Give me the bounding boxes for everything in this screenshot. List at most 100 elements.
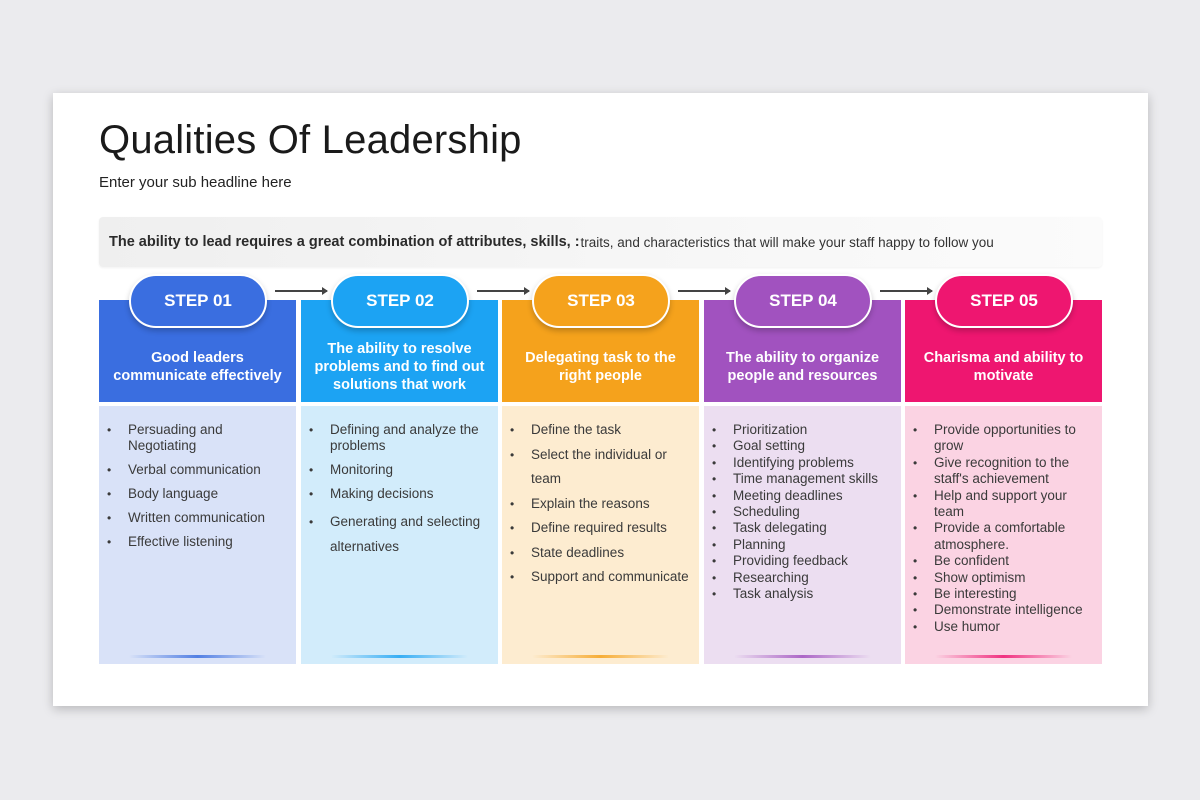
list-item: •Providing feedback (712, 553, 895, 569)
list-item-text: Meeting deadlines (733, 487, 843, 503)
step-body: • Define the task • Select the individual o… (502, 406, 699, 664)
list-item-text: Monitoring (330, 462, 394, 477)
step-label-pill: STEP 01 (129, 274, 267, 328)
bullet-icon: • (712, 455, 717, 470)
list-item: • Demonstrate intelligence (913, 602, 1096, 618)
list-item: •Persuading and Negotiating (107, 422, 290, 454)
list-item: •Researching (712, 570, 895, 586)
list-item-text: Be interesting (934, 586, 1017, 602)
bullet-icon: • (107, 535, 112, 549)
bullet-icon: • (510, 496, 515, 511)
list-item: • Effective listening (107, 534, 290, 550)
bullet-icon: • (107, 463, 112, 477)
list-item-text: Select the individual or team (531, 446, 667, 487)
bullet-icon: • (712, 570, 717, 585)
list-item-text: Provide opportunities to grow (934, 422, 1076, 454)
step-list: •Persuading and Negotiating•Verbal commu… (107, 422, 290, 558)
step-label-pill: STEP 05 (935, 274, 1073, 328)
list-item: • Use humor (913, 619, 1096, 635)
list-item-text: Scheduling (733, 504, 800, 520)
list-item-text: Show optimism (934, 569, 1026, 585)
step-list: • Defining and analyze the problems •Monit… (309, 422, 492, 567)
list-item-text: State deadlines (531, 544, 625, 560)
bullet-icon: • (913, 570, 918, 585)
list-item: • Planning (712, 537, 895, 553)
list-item-text: Define the task (531, 422, 622, 437)
list-item-text: Task analysis (733, 586, 814, 602)
bullet-icon: • (913, 423, 918, 437)
list-item-text: Defining and analyze the problems (330, 422, 479, 453)
list-item: • Select the individual or team (510, 443, 693, 492)
list-item-text: Help and support your team (934, 487, 1067, 520)
list-item: •Written communication (107, 510, 290, 526)
connector-arrow (678, 287, 731, 295)
list-item: • Provide opportunities to grow (913, 422, 1096, 455)
list-item-text: Effective listening (128, 534, 233, 549)
bullet-icon: • (510, 570, 515, 584)
list-item-text: Demonstrate intelligence (934, 602, 1083, 618)
step-label-pill: STEP 02 (331, 274, 469, 328)
list-item: •Scheduling (712, 504, 895, 520)
bullet-icon: • (913, 587, 918, 602)
bullet-icon: • (510, 423, 515, 437)
list-item-text: Goal setting (733, 438, 806, 454)
step-heading: The ability to organize people and resou… (725, 350, 880, 384)
bullet-icon: • (712, 439, 717, 454)
list-item: • Be interesting (913, 586, 1096, 602)
list-item-text: Written communication (128, 510, 266, 525)
list-item: •Task analysis (712, 586, 895, 602)
bullet-icon: • (712, 521, 717, 536)
list-item: • Identifying problems (712, 455, 895, 471)
step-glow-line (331, 655, 468, 658)
step-heading: Charisma and ability to motivate (923, 350, 1084, 384)
bullet-icon: • (712, 488, 717, 503)
list-item-text: Provide a comfortable atmosphere. (934, 520, 1066, 552)
connector-arrow (275, 287, 328, 295)
step-glow-line (129, 655, 266, 658)
step-glow-line (532, 655, 669, 658)
list-item: • Give recognition to the staff's achieve… (913, 455, 1096, 488)
list-item-text: Use humor (934, 618, 1001, 634)
list-item: •Provide a comfortable atmosphere. (913, 520, 1096, 553)
list-item: •Define required results (510, 516, 693, 541)
list-item-text: Be confident (934, 553, 1010, 569)
list-item: •Making decisions (309, 486, 492, 502)
list-item-text: Persuading and Negotiating (128, 422, 223, 453)
bullet-icon: • (107, 487, 112, 501)
list-item-text: Time management skills (733, 471, 879, 487)
list-item: • Show optimism (913, 570, 1096, 586)
list-item-text: Planning (733, 536, 786, 552)
bullet-icon: • (913, 455, 918, 470)
list-item-text: Explain the reasons (531, 495, 650, 511)
list-item: • Define the task (510, 418, 693, 443)
list-item: •Verbal communication (107, 462, 290, 478)
bullet-icon: • (712, 554, 717, 569)
step-list: •Prioritization•Goal setting•Identifying… (712, 422, 895, 602)
bullet-icon: • (913, 619, 918, 634)
bullet-icon: • (712, 537, 717, 552)
bullet-icon: • (510, 545, 515, 560)
list-item-text: Give recognition to the staff's achievem… (934, 454, 1070, 487)
connector-arrow (477, 287, 530, 295)
list-item-text: Making decisions (330, 486, 434, 501)
page-subtitle: Enter your sub headline here (99, 174, 292, 191)
bullet-icon: • (913, 488, 918, 503)
list-item-text: Body language (128, 486, 219, 501)
list-item-text: Generating and selecting alternatives (330, 514, 481, 554)
bullet-icon: • (712, 472, 717, 487)
list-item: • Explain the reasons (510, 492, 693, 517)
page-title: Qualities Of Leadership (99, 118, 522, 162)
intro-lead-text: The ability to lead requires a great com… (109, 234, 580, 250)
bullet-icon: • (510, 447, 515, 462)
list-item: • Meeting deadlines (712, 488, 895, 504)
step-heading: Delegating task to the right people (525, 350, 676, 384)
list-item: •Monitoring (309, 462, 492, 478)
bullet-icon: • (309, 423, 314, 437)
intro-rest-text: traits, and characteristics that will ma… (580, 234, 994, 250)
step-body: •Prioritization•Goal setting•Identifying… (704, 406, 901, 664)
list-item-text: Identifying problems (733, 454, 854, 470)
step-body: • Provide opportunities to grow • Give reco… (905, 406, 1102, 664)
list-item: • State deadlines (510, 541, 693, 566)
slide: Qualities Of Leadership Enter your sub h… (53, 93, 1148, 706)
bullet-icon: • (913, 603, 918, 618)
